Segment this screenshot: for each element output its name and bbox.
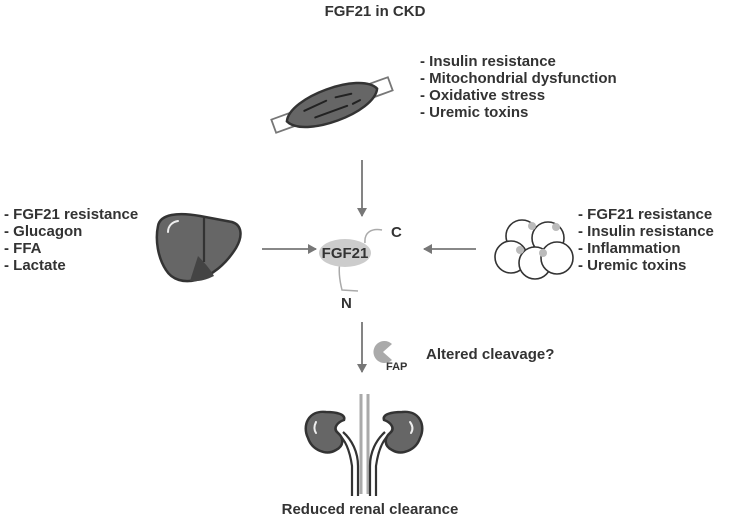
fgf21-protein (319, 228, 383, 292)
muscle-factor: - Insulin resistance (420, 53, 556, 70)
muscle-factor: - Uremic toxins (420, 104, 528, 121)
kidneys-icon (304, 394, 424, 496)
adipose-factor: - FGF21 resistance (578, 206, 712, 223)
liver-factor: - Lactate (4, 257, 66, 274)
kidney-label: Reduced renal clearance (282, 501, 459, 518)
liver-factor: - FFA (4, 240, 42, 257)
adipose-factor: - Insulin resistance (578, 223, 714, 240)
muscle-icon (270, 76, 394, 134)
adipose-cells-icon (494, 219, 574, 280)
cleavage-text: Altered cleavage? (426, 346, 554, 363)
liver-factor: - Glucagon (4, 223, 82, 240)
fap-label: FAP (386, 361, 407, 373)
adipose-factor: - Uremic toxins (578, 257, 686, 274)
adipose-factor: - Inflammation (578, 240, 681, 257)
diagram-title: FGF21 in CKD (325, 3, 426, 20)
liver-factor: - FGF21 resistance (4, 206, 138, 223)
muscle-factor: - Mitochondrial dysfunction (420, 70, 617, 87)
c-terminus-label: C (391, 224, 402, 241)
n-terminus-label: N (341, 295, 352, 312)
liver-icon (155, 212, 242, 283)
muscle-factor: - Oxidative stress (420, 87, 545, 104)
fgf21-label: FGF21 (322, 245, 369, 262)
fap-enzyme-icon (373, 341, 392, 363)
